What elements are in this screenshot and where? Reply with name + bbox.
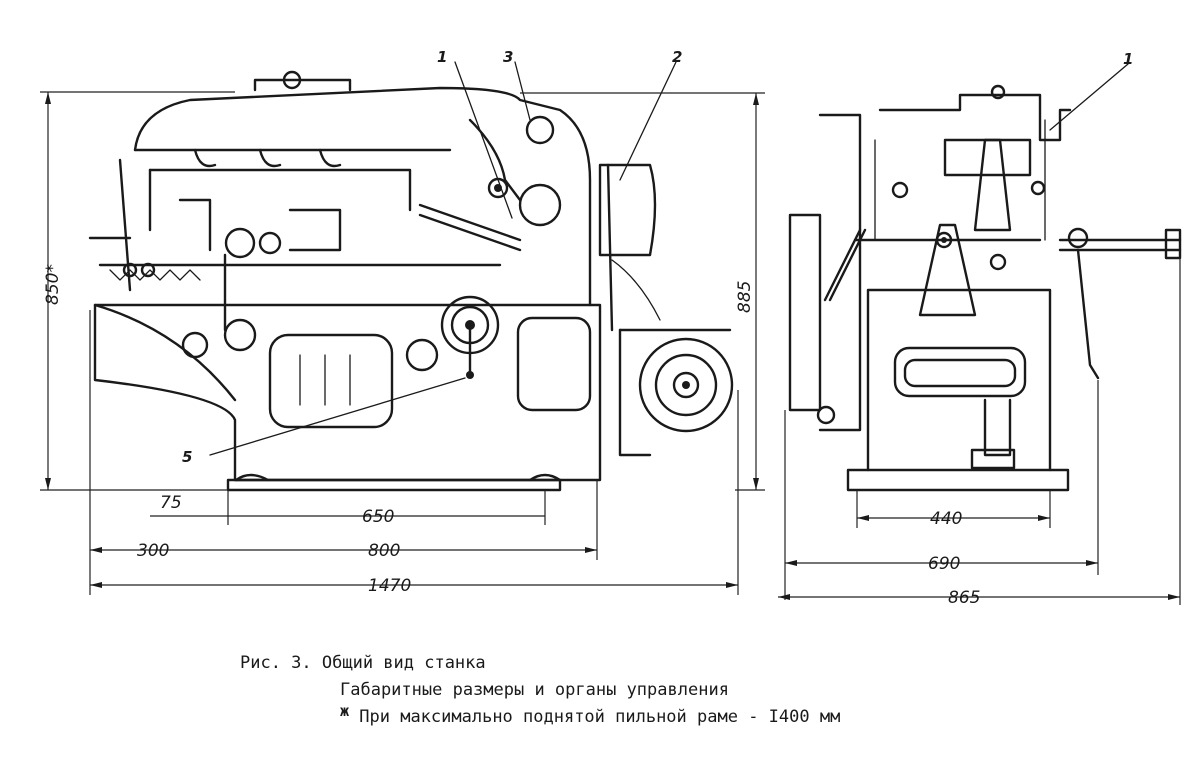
caption-line-3: При максимально поднятой пильной раме - …: [349, 707, 841, 727]
footnote-mark: ж: [340, 702, 350, 720]
dim-300: 300: [137, 541, 169, 561]
dim-1470: 1470: [368, 576, 411, 596]
callout-3: 3: [503, 48, 513, 66]
dim-75: 75: [160, 493, 182, 513]
callout-1: 1: [1123, 50, 1133, 68]
dim-800: 800: [368, 541, 400, 561]
front-dimensions: 850* 885 75 650 300 800 1470: [40, 91, 765, 596]
dim-690: 690: [928, 554, 960, 574]
callout-4: 1: [437, 48, 447, 66]
dim-885: 885: [735, 281, 755, 313]
callouts: 1 3 2 1 5: [182, 48, 1133, 466]
front-view: [88, 70, 734, 492]
side-view: [788, 84, 1182, 492]
dim-440: 440: [930, 509, 962, 529]
caption-line-2: Габаритные размеры и органы управления: [340, 680, 729, 700]
dim-650: 650: [362, 507, 394, 527]
figure-caption: Рис. 3. Общий вид станка Габаритные разм…: [240, 650, 1140, 731]
side-dimensions: 440 690 865: [778, 258, 1181, 608]
dim-865: 865: [948, 588, 980, 608]
dim-850: 850*: [43, 264, 63, 305]
callout-5: 5: [182, 448, 192, 466]
callout-2: 2: [672, 48, 682, 66]
caption-line-3-wrap: ж При максимально поднятой пильной раме …: [240, 702, 1140, 731]
caption-line-1: Рис. 3. Общий вид станка: [240, 653, 486, 673]
